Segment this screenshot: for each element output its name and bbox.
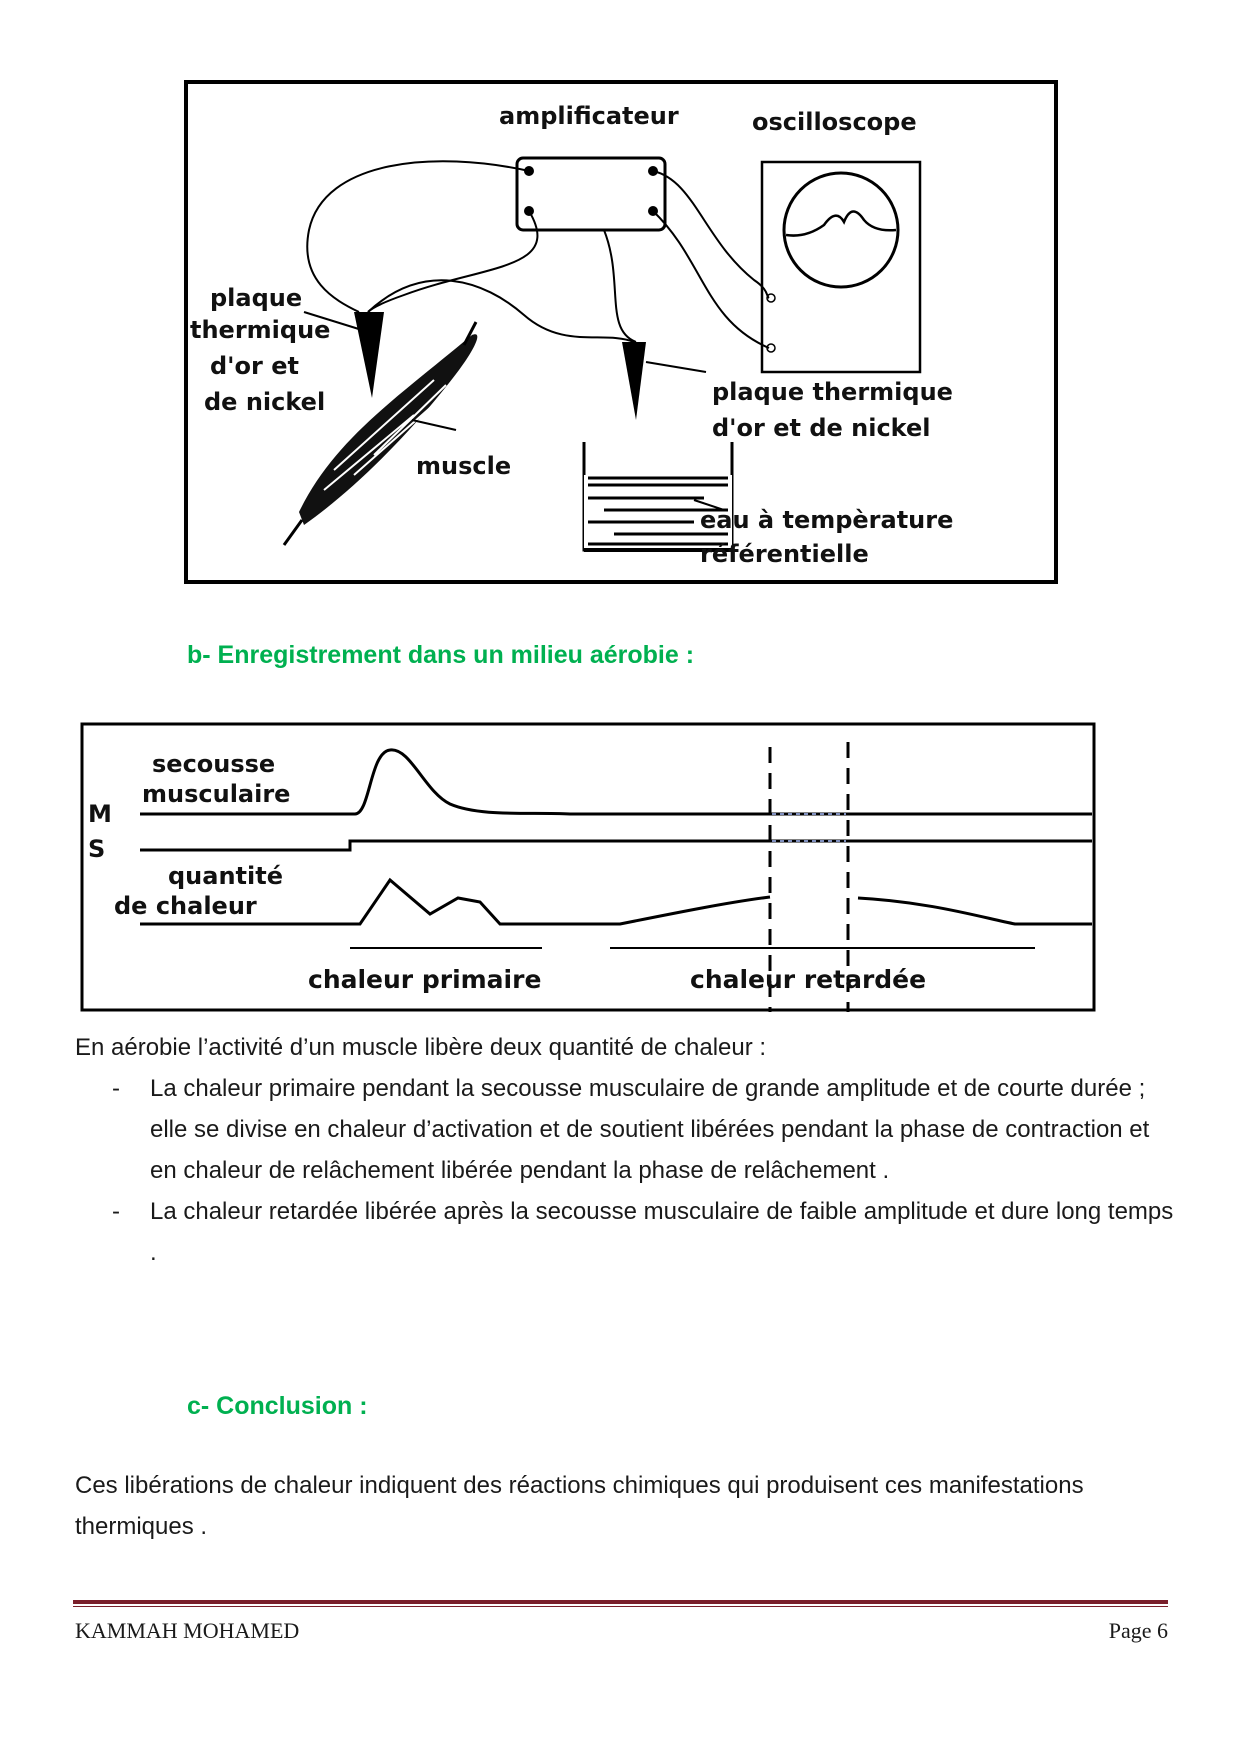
conclusion-paragraph: Ces libérations de chaleur indiquent des… <box>75 1472 1084 1540</box>
bullet-dash: - <box>112 1075 120 1102</box>
trace-stimulation <box>140 839 1092 852</box>
footer-page-number: Page 6 <box>1108 1618 1168 1643</box>
muscle-shape <box>282 321 478 546</box>
bullet-text: La chaleur primaire pendant la secousse … <box>150 1075 1150 1184</box>
label-m: M <box>88 800 112 828</box>
thermal-plate-left <box>354 312 384 398</box>
intro-paragraph: En aérobie l’activité d’un muscle libère… <box>75 1034 767 1061</box>
trace-secousse <box>140 748 1092 816</box>
footer-rule-thin <box>73 1606 1168 1607</box>
label-secousse-2: musculaire <box>142 780 290 808</box>
footer-author: KAMMAH MOHAMED <box>75 1618 300 1643</box>
water-beaker <box>582 442 734 552</box>
heat-bullet-list: - La chaleur primaire pendant la secouss… <box>75 1068 1175 1273</box>
label-eau-1: eau à tempèrature <box>700 506 953 534</box>
label-quantite-2: de chaleur <box>114 892 257 920</box>
label-plaque-left-2: thermique <box>190 316 330 344</box>
setup-diagram: amplificateur oscilloscope plaque thermi… <box>184 80 1058 584</box>
label-quantite-1: quantité <box>168 862 283 890</box>
recording-diagram: secousse musculaire M S quantité de chal… <box>80 722 1096 1012</box>
label-s: S <box>88 835 105 863</box>
label-plaque-left-4: de nickel <box>204 388 325 416</box>
label-eau-2: référentielle <box>700 540 869 568</box>
label-amplificateur: amplificateur <box>499 102 679 130</box>
label-plaque-left-3: d'or et <box>210 352 299 380</box>
label-plaque-right-2: d'or et de nickel <box>712 414 930 442</box>
trace-chaleur <box>140 877 1092 926</box>
oscilloscope-screen <box>782 171 900 289</box>
footer-rule <box>73 1600 1168 1604</box>
label-plaque-right-1: plaque thermique <box>712 378 953 406</box>
section-b-heading: b- Enregistrement dans un milieu aérobie… <box>187 641 695 669</box>
section-c-heading: c- Conclusion : <box>187 1392 368 1420</box>
bullet-chaleur-retardee: - La chaleur retardée libérée après la s… <box>75 1191 1175 1273</box>
label-oscilloscope: oscilloscope <box>752 108 917 136</box>
bullet-chaleur-primaire: - La chaleur primaire pendant la secouss… <box>75 1068 1175 1191</box>
thermal-plate-right <box>622 342 646 420</box>
label-chaleur-primaire: chaleur primaire <box>308 965 541 994</box>
label-plaque-left-1: plaque <box>210 284 302 312</box>
bullet-dash: - <box>112 1198 120 1225</box>
recording-frame <box>80 722 1096 1012</box>
label-secousse-1: secousse <box>152 750 275 778</box>
label-chaleur-retardee: chaleur retardée <box>690 965 926 994</box>
bullet-text: La chaleur retardée libérée après la sec… <box>150 1198 1174 1266</box>
label-muscle: muscle <box>416 452 511 480</box>
amplifier-box <box>515 156 667 232</box>
